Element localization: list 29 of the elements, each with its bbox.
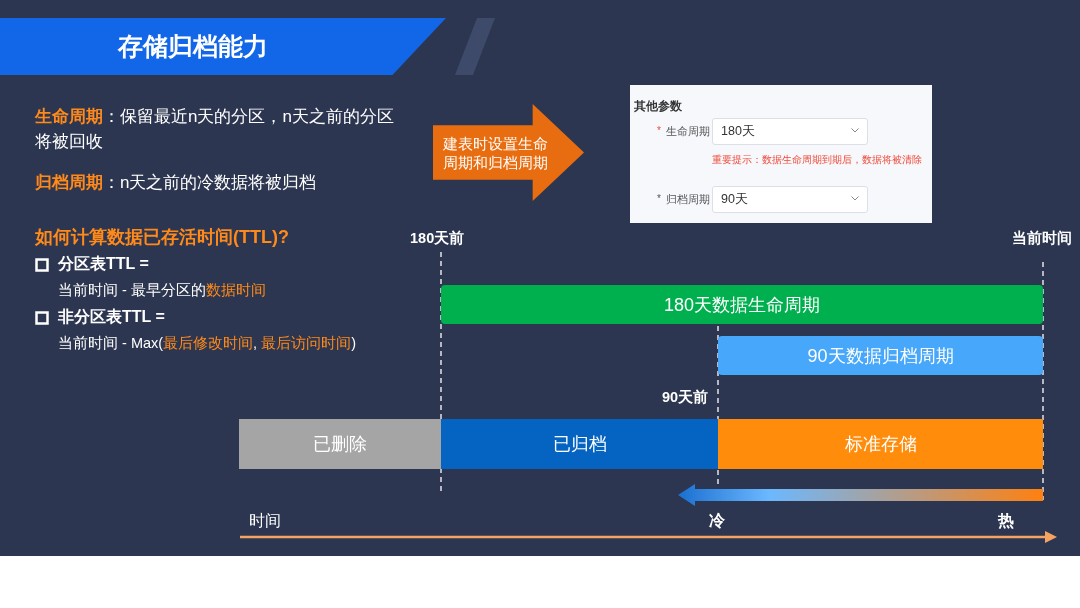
field-label: 生命周期 bbox=[666, 124, 710, 139]
bullet-text: 非分区表TTL = bbox=[58, 307, 165, 327]
select-field: 90天 bbox=[712, 186, 868, 213]
bullet-text: 分区表TTL = bbox=[58, 254, 149, 274]
settings-panel bbox=[630, 85, 932, 223]
timeline-bar: 90天数据归档周期 bbox=[718, 336, 1043, 375]
panel-heading: 其他参数 bbox=[634, 99, 682, 114]
required-mark: * bbox=[657, 193, 661, 204]
formula-text: 当前时间 - Max(最后修改时间, 最后访问时间) bbox=[58, 334, 356, 353]
timeline-bar: 180天数据生命周期 bbox=[441, 285, 1043, 324]
definition-text: 生命周期：保留最近n天的分区，n天之前的分区将被回收 bbox=[35, 106, 395, 153]
section-heading: 如何计算数据已存活时间(TTL)? bbox=[35, 226, 289, 249]
definition-text: 归档周期：n天之前的冷数据将被归档 bbox=[35, 172, 318, 194]
required-mark: * bbox=[657, 125, 661, 136]
storage-segment: 标准存储 bbox=[718, 419, 1043, 469]
warning-text: 重要提示：数据生命周期到期后，数据将被清除 bbox=[712, 154, 922, 167]
temperature-label: 冷 bbox=[709, 511, 725, 531]
timeline-label: 90天前 bbox=[662, 388, 709, 407]
storage-segment: 已删除 bbox=[239, 419, 441, 469]
storage-segment: 已归档 bbox=[441, 419, 718, 469]
axis-label: 时间 bbox=[249, 511, 281, 531]
field-label: 归档周期 bbox=[666, 192, 710, 207]
temperature-label: 热 bbox=[998, 511, 1014, 531]
select-field: 180天 bbox=[712, 118, 868, 145]
title-banner: 存储归档能力 bbox=[0, 18, 446, 75]
formula-text: 当前时间 - 最早分区的 bbox=[58, 281, 206, 300]
timeline-label: 180天前 bbox=[410, 229, 465, 248]
formula-text: 数据时间 bbox=[205, 281, 266, 300]
timeline-label: 当前时间 bbox=[1012, 229, 1072, 248]
